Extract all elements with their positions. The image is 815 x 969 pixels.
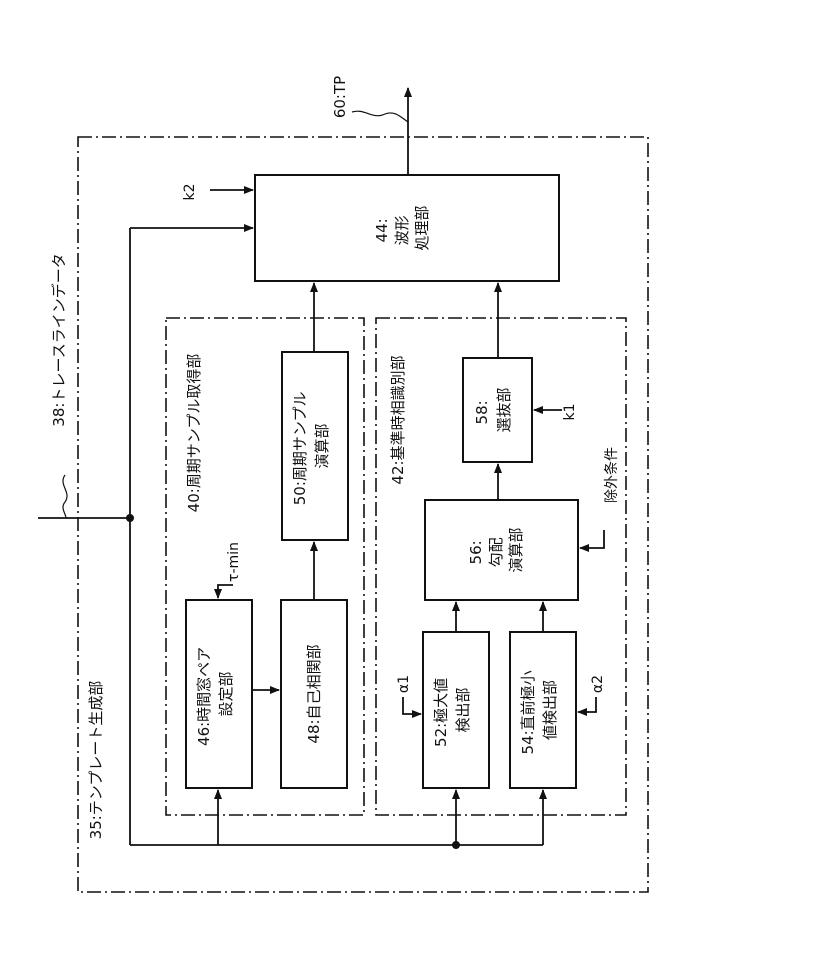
signal-k2: k2 [182, 183, 198, 200]
ref-frame-label: 42:基準時相識別部 [389, 355, 407, 484]
period-frame-label: 40:周期サンプル取得部 [185, 354, 203, 513]
trace-input-label: 38:トレースラインデータ [50, 253, 68, 426]
leader-trace-label [63, 475, 67, 518]
block-48-text: 48:自己相関部 [305, 644, 323, 743]
wire-tau-min-in [218, 585, 233, 598]
signal-k1: k1 [562, 403, 578, 420]
signal-tau-min: τ-min [226, 542, 242, 582]
leader-output-label [352, 111, 408, 122]
outer-frame-label: 35:テンプレート生成部 [87, 681, 105, 840]
signal-alpha2: α2 [590, 675, 606, 693]
signal-alpha1: α1 [396, 675, 412, 693]
wire-exclusion-in [580, 530, 604, 548]
junction-trace [126, 514, 134, 522]
wire-alpha1-in [403, 697, 421, 714]
output-label: 60:TP [331, 76, 349, 118]
wire-alpha2-in [578, 697, 596, 712]
signal-exclusion-condition: 除外条件 [603, 447, 620, 503]
